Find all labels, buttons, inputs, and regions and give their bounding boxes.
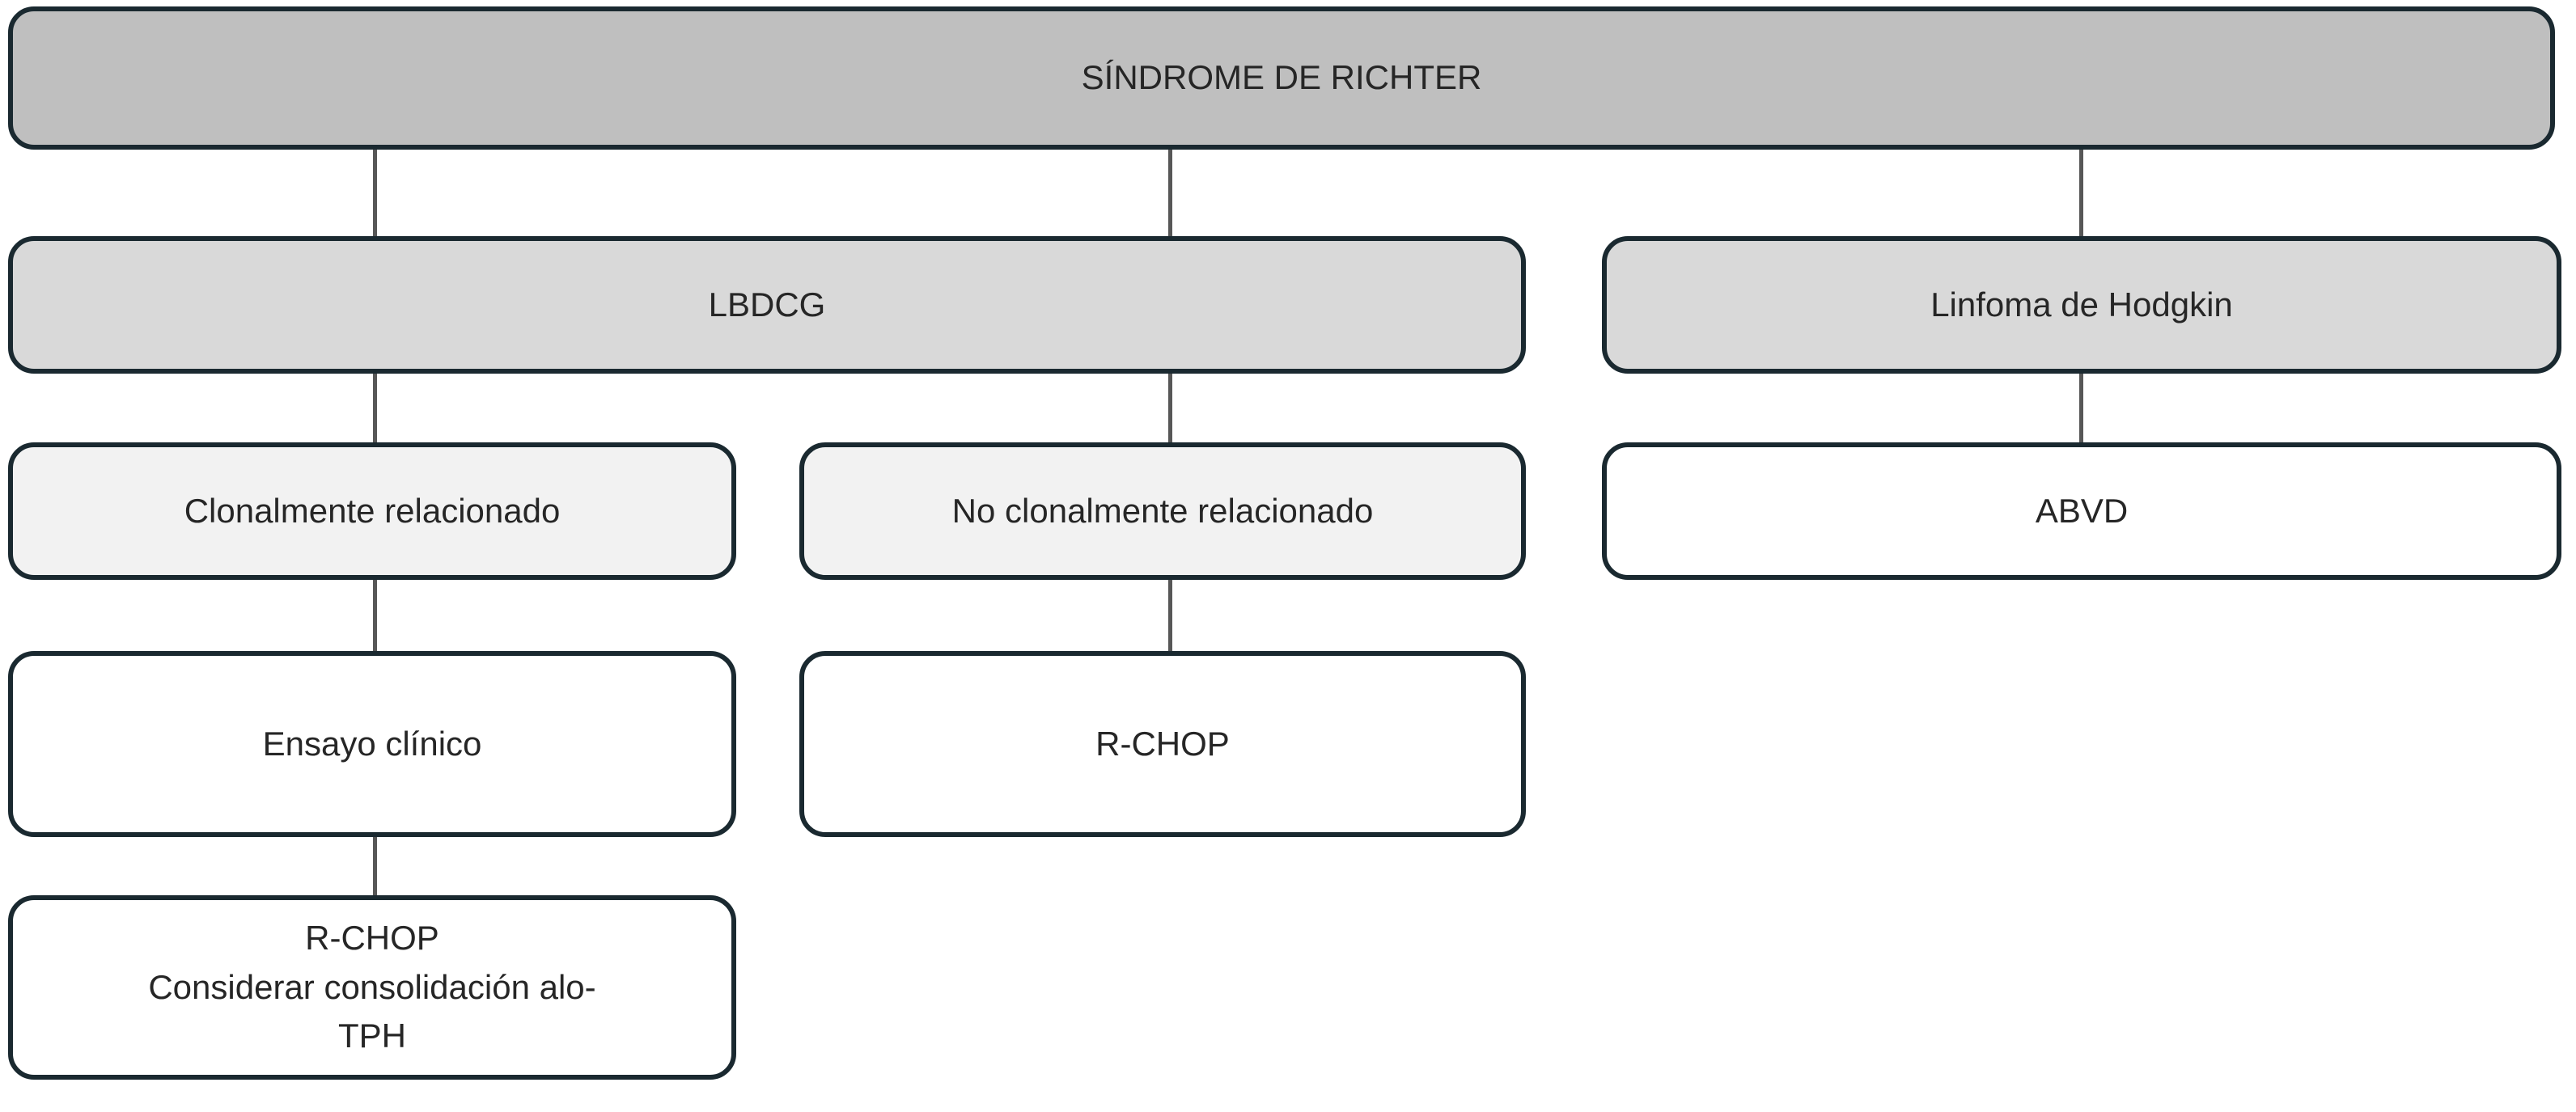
node-label: Ensayo clínico bbox=[262, 724, 482, 763]
node-label: Linfoma de Hodgkin bbox=[1930, 285, 2233, 323]
connector-clonal-ensayo bbox=[373, 580, 377, 651]
node-label: No clonalmente relacionado bbox=[951, 491, 1374, 530]
node-label: R-CHOP Considerar consolidación alo- TPH bbox=[148, 918, 596, 1055]
connector-root-lbdcg-right bbox=[1168, 150, 1172, 236]
node-sindrome-de-richter: SÍNDROME DE RICHTER bbox=[8, 6, 2555, 150]
node-label: ABVD bbox=[2035, 491, 2129, 530]
node-label: SÍNDROME DE RICHTER bbox=[1081, 58, 1482, 97]
connector-root-hodgkin bbox=[2079, 150, 2083, 236]
node-rchop: R-CHOP bbox=[799, 651, 1526, 837]
node-clonalmente-relacionado: Clonalmente relacionado bbox=[8, 442, 736, 580]
node-abvd: ABVD bbox=[1602, 442, 2561, 580]
node-label: Clonalmente relacionado bbox=[184, 491, 561, 530]
node-label: R-CHOP bbox=[1095, 724, 1230, 763]
node-linfoma-de-hodgkin: Linfoma de Hodgkin bbox=[1602, 236, 2561, 374]
node-lbdcg: LBDCG bbox=[8, 236, 1526, 374]
connector-hodgkin-abvd bbox=[2079, 374, 2083, 442]
connector-lbdcg-no-clonal bbox=[1168, 374, 1172, 442]
connector-lbdcg-clonal bbox=[373, 374, 377, 442]
node-label: LBDCG bbox=[708, 285, 826, 323]
node-no-clonalmente-relacionado: No clonalmente relacionado bbox=[799, 442, 1526, 580]
node-rchop-consolidacion-alo-tph: R-CHOP Considerar consolidación alo- TPH bbox=[8, 895, 736, 1080]
node-ensayo-clinico: Ensayo clínico bbox=[8, 651, 736, 837]
connector-ensayo-rchop-tph bbox=[373, 837, 377, 895]
connector-no-clonal-rchop bbox=[1168, 580, 1172, 651]
connector-root-lbdcg-left bbox=[373, 150, 377, 236]
